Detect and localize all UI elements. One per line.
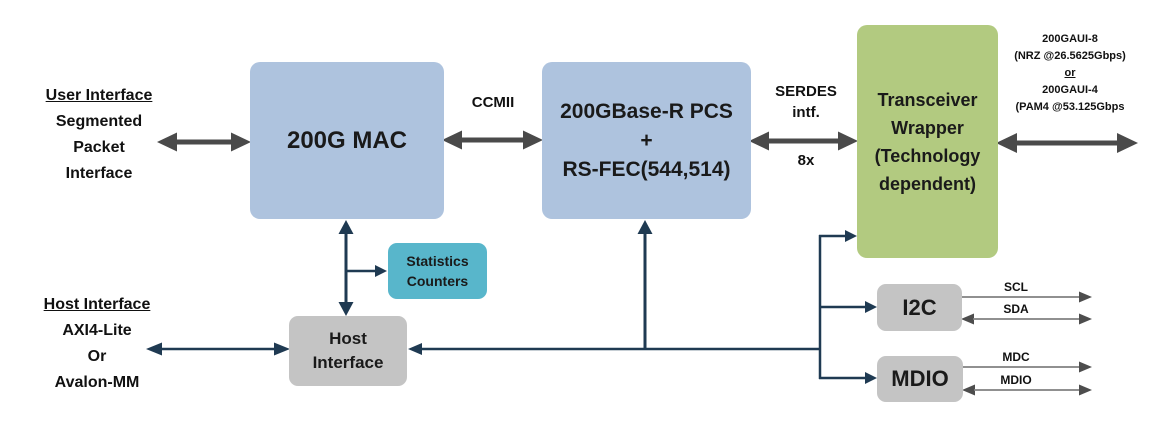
host-interface-heading: Host Interface [43, 296, 151, 313]
arrow-mac-to-pcs [442, 130, 543, 150]
arrow-trunk-to-i2c [819, 301, 877, 313]
i2c-label: I2C [902, 294, 937, 320]
arrow-axi-to-host-interface [146, 342, 290, 356]
gaui-label: 200GAUI-8 (NRZ @26.5625Gbps) or 200GAUI-… [1014, 33, 1126, 113]
mdio-label: MDIO [891, 366, 949, 391]
scl-line [962, 291, 1092, 303]
arrow-wrapper-to-gaui [996, 133, 1138, 153]
mac-label: 200G MAC [286, 126, 408, 154]
user-interface-heading: User Interface [45, 87, 153, 104]
block-mdio: MDIO [877, 356, 963, 402]
mdc-label: MDC [1002, 350, 1030, 364]
user-interface-label: User Interface Segmented Packet Interfac… [17, 83, 181, 187]
block-200g-mac: 200G MAC [250, 62, 444, 219]
arrow-mac-host-interface [338, 220, 354, 316]
serdes-lanes-label: 8x [797, 152, 815, 169]
sda-label: SDA [1003, 302, 1029, 316]
arrow-trunk-to-mdio [819, 372, 877, 384]
arrow-user-to-mac [157, 132, 251, 152]
arrow-trunk-to-wrapper [819, 230, 857, 242]
mdio-line [962, 384, 1092, 396]
mdc-line [963, 361, 1092, 373]
mdio-signal-label: MDIO [1000, 373, 1032, 387]
block-statistics-counters: Statistics Counters [388, 243, 487, 299]
arrow-trunk-to-pcs [637, 220, 653, 348]
serdes-intf-label: SERDES intf. [775, 83, 837, 121]
arrow-pcs-to-wrapper [749, 131, 858, 151]
scl-label: SCL [1004, 280, 1028, 294]
ccmii-label: CCMII [471, 94, 515, 111]
block-host-interface: Host Interface [289, 316, 407, 386]
block-i2c: I2C [877, 284, 962, 331]
host-interface-label: Host Interface AXI4-Lite Or Avalon-MM [15, 292, 179, 396]
sda-line [961, 313, 1092, 325]
block-transceiver-wrapper: Transceiver Wrapper (Technology dependen… [857, 25, 998, 258]
arrow-to-statistics [347, 265, 387, 277]
block-pcs-rsfec: 200GBase-R PCS + RS-FEC(544,514) [542, 62, 751, 219]
